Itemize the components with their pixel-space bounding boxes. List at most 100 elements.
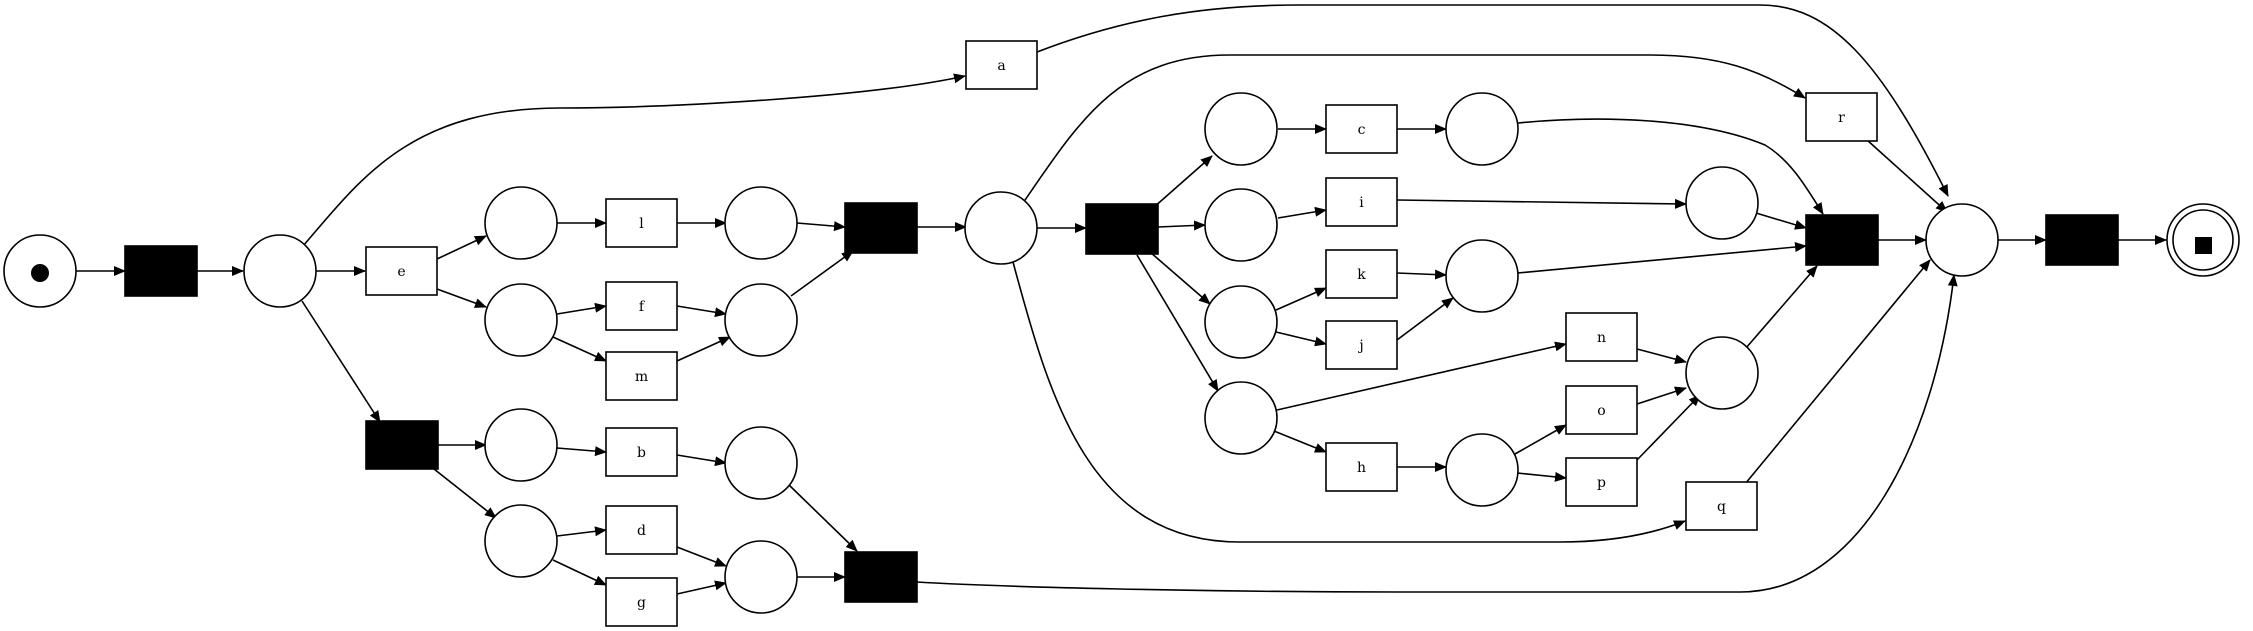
arc-d-to-p-dg-out — [676, 546, 727, 567]
arc-r-to-p-end — [1866, 139, 1948, 213]
arc-p-c-out-to-tau-join-mid — [1517, 118, 1824, 215]
place-l-out[interactable] — [724, 186, 798, 260]
arc-p-op-in-to-o — [1514, 424, 1567, 455]
transition-k[interactable]: k — [1325, 249, 1398, 299]
arc-p-fm-in-to-f — [556, 302, 607, 315]
transition-n-label: n — [1597, 330, 1606, 346]
arc-p-fm-in-to-m — [552, 336, 607, 362]
transition-i-label: i — [1359, 195, 1364, 211]
arc-p-nh-in-to-n — [1276, 341, 1567, 411]
transition-f-label: f — [639, 299, 646, 315]
arc-k-to-p-kj-out — [1396, 269, 1447, 280]
transition-p[interactable]: p — [1565, 457, 1638, 507]
place-nop-out[interactable] — [1685, 336, 1759, 410]
arc-p-mid-to-r — [1022, 54, 1806, 204]
place-after-start[interactable] — [243, 234, 317, 308]
transition-j[interactable]: j — [1325, 320, 1398, 370]
transition-j-label: j — [1357, 338, 1363, 354]
transition-e[interactable]: e — [365, 246, 438, 296]
transition-r-label: r — [1838, 110, 1845, 126]
place-dg-in[interactable] — [484, 504, 558, 578]
place-fm-in[interactable] — [484, 283, 558, 357]
arc-p-fm-out-to-tau-join-top — [790, 250, 854, 297]
arc-tau-split-mid-to-p-kj-in — [1149, 251, 1211, 305]
transition-layer: a b c d e f g h — [365, 40, 1878, 627]
arc-tau-split-mid-to-p-nh-in — [1136, 254, 1219, 392]
arc-p-kj-in-to-j — [1275, 331, 1327, 347]
source-place[interactable] — [3, 234, 77, 308]
arc-p-nop-out-to-tau-join-mid — [1745, 265, 1818, 349]
silent-transition-layer — [124, 202, 2119, 603]
silent-transition-end[interactable] — [2045, 214, 2119, 266]
arc-p-b-in-to-b — [556, 446, 607, 457]
transition-b[interactable]: b — [605, 427, 678, 477]
arc-p-nh-in-to-h — [1273, 430, 1327, 453]
transition-i[interactable]: i — [1325, 177, 1398, 227]
silent-transition-split-bottom[interactable] — [365, 420, 439, 470]
silent-transition-join-top[interactable] — [844, 202, 918, 254]
transition-d[interactable]: d — [605, 505, 678, 555]
arc-tau-split-mid-to-p-i-in — [1157, 220, 1206, 231]
arc-i-to-p-i-out — [1396, 198, 1687, 209]
transition-l[interactable]: l — [605, 198, 678, 248]
arc-p-mid-to-q — [1012, 261, 1686, 543]
arc-layer — [76, 4, 2167, 595]
transition-f[interactable]: f — [605, 281, 678, 331]
silent-transition-join-bottom[interactable] — [844, 551, 918, 603]
transition-b-label: b — [637, 445, 646, 461]
arc-p-kj-out-to-tau-join-mid — [1517, 242, 1807, 274]
transition-d-label: d — [637, 523, 646, 539]
place-b-in[interactable] — [484, 408, 558, 482]
transition-o[interactable]: o — [1565, 385, 1638, 435]
sink-place[interactable] — [2166, 203, 2240, 277]
place-kj-in[interactable] — [1204, 285, 1278, 359]
transition-p-label: p — [1597, 475, 1606, 491]
arc-p-after-start-to-tau-split-bottom — [301, 300, 381, 423]
arc-g-to-p-dg-out — [676, 580, 727, 595]
transition-g-label: g — [637, 595, 646, 611]
place-i-out[interactable] — [1685, 166, 1759, 240]
arc-tau-split-bottom-to-p-dg-in — [433, 468, 497, 519]
place-end[interactable] — [1925, 203, 1999, 277]
place-op-in[interactable] — [1445, 433, 1519, 507]
start-token — [31, 264, 49, 282]
transition-a[interactable]: a — [965, 40, 1038, 90]
arc-p-kj-in-to-k — [1275, 287, 1327, 311]
place-dg-out[interactable] — [724, 540, 798, 614]
arc-p-to-p-nop-out — [1636, 394, 1701, 461]
place-kj-out[interactable] — [1445, 239, 1519, 313]
transition-h-label: h — [1357, 460, 1366, 476]
arc-o-to-p-nop-out — [1636, 386, 1687, 405]
transition-q[interactable]: q — [1685, 481, 1758, 531]
transition-c[interactable]: c — [1325, 104, 1398, 154]
transition-h[interactable]: h — [1325, 442, 1398, 492]
silent-transition-start[interactable] — [124, 245, 198, 297]
arc-p-after-start-to-a — [302, 73, 966, 247]
arc-m-to-p-fm-out — [676, 336, 731, 362]
place-l-in[interactable] — [484, 186, 558, 260]
place-mid[interactable] — [964, 191, 1038, 265]
transition-n[interactable]: n — [1565, 312, 1638, 362]
place-b-out[interactable] — [724, 426, 798, 500]
place-c-out[interactable] — [1445, 92, 1519, 166]
arc-f-to-p-fm-out — [676, 305, 727, 318]
arc-p-i-out-to-tau-join-mid — [1755, 212, 1807, 230]
arc-q-to-p-end — [1744, 259, 1931, 485]
transition-m[interactable]: m — [605, 351, 678, 401]
place-fm-out[interactable] — [724, 283, 798, 357]
arc-p-dg-in-to-g — [552, 559, 607, 586]
place-nh-in[interactable] — [1204, 381, 1278, 455]
place-c-in[interactable] — [1204, 92, 1278, 166]
transition-a-label: a — [997, 58, 1005, 74]
transition-g[interactable]: g — [605, 577, 678, 627]
transition-l-label: l — [639, 216, 644, 232]
arc-j-to-p-kj-out — [1396, 297, 1454, 341]
transition-e-label: e — [397, 264, 405, 280]
place-i-in[interactable] — [1204, 188, 1278, 262]
transition-o-label: o — [1597, 403, 1605, 419]
transition-r[interactable]: r — [1805, 92, 1878, 142]
silent-transition-join-mid[interactable] — [1805, 214, 1879, 266]
arc-tau-join-bottom-to-p-end — [916, 274, 1958, 593]
silent-transition-split-mid[interactable] — [1085, 203, 1159, 255]
